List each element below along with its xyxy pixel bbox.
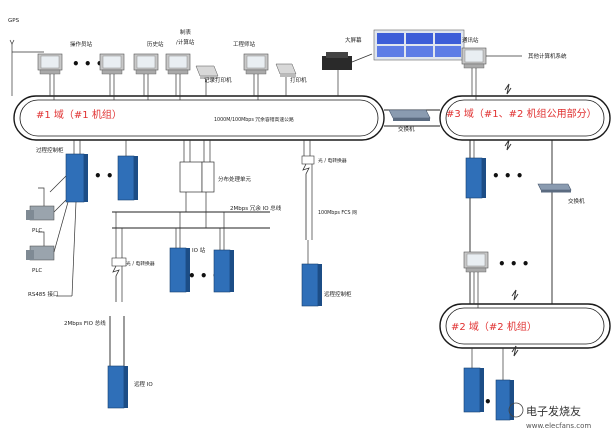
operator-station-label: 操作员站 — [70, 40, 93, 48]
printer-icon — [195, 65, 219, 96]
cabinet-icon — [463, 348, 484, 413]
domain3-ring-inner — [445, 99, 605, 137]
gps-antenna-icon — [9, 39, 44, 96]
printer-icon — [275, 63, 297, 96]
cabinet-icon — [117, 140, 138, 201]
domain1-ring-inner — [19, 99, 379, 137]
remote-cabinet-label: 远程控制柜 — [324, 290, 352, 298]
switch-icon — [388, 109, 431, 121]
cabinet-icon — [301, 240, 322, 307]
domain3-label: #3 域（#1、#2 机组公用部分） — [446, 107, 597, 120]
dpu-unit — [179, 161, 215, 193]
operator-station-1 — [37, 53, 63, 100]
large-screen-label: 大屏幕 — [345, 36, 362, 44]
plc-1-label: PLC — [32, 228, 42, 234]
fio-bus-label: 2Mbps FIO 总线 — [64, 319, 106, 327]
projector-icon — [322, 52, 373, 96]
programming-station-label-2: /计算站 — [176, 38, 195, 46]
io-station-label: IO 站 — [192, 246, 206, 254]
io-bus-label: 2Mbps 冗余 IO 总线 — [230, 204, 282, 212]
cabinet-icon — [465, 140, 486, 199]
domain1-label: #1 域（#1 机组） — [36, 108, 122, 121]
plc-2 — [26, 201, 69, 261]
ellipsis-icon: • • • — [72, 57, 103, 71]
engineer-station — [243, 53, 269, 100]
cabinet-icon — [65, 153, 88, 203]
watermark-text: 电子发烧友 — [526, 404, 581, 418]
screen-wall — [373, 29, 465, 61]
history-station — [133, 53, 159, 100]
gps-label: GPS — [8, 18, 20, 24]
ellipsis-icon: • • • — [498, 257, 529, 271]
domain2-ring — [439, 303, 611, 349]
printer-label: 打印机 — [290, 76, 307, 84]
highspeed-bus-label: 1000M/100Mbps 冗余容错高速公路 — [214, 116, 294, 123]
cabinet-icon — [213, 212, 234, 293]
domain1-ring — [13, 95, 385, 141]
dpu-label: 分布处理单元 — [218, 175, 252, 183]
ellipsis-icon: • • • — [188, 269, 219, 283]
comm-station — [461, 47, 522, 100]
ellipsis-icon: • • • — [94, 169, 125, 183]
switch-label-2: 交换机 — [568, 197, 585, 205]
rs485-label: RS485 接口 — [28, 290, 59, 298]
programming-station — [165, 53, 191, 100]
plc-2-label: PLC — [32, 268, 42, 274]
history-station-label: 历史站 — [147, 40, 164, 48]
cabinet-icon — [107, 365, 128, 409]
engineer-station-label: 工程师站 — [233, 40, 256, 48]
other-systems-label: 其他计算机系统 — [528, 52, 567, 60]
comm-station-label: 通讯站 — [462, 36, 479, 44]
operator-station-2 — [99, 53, 125, 100]
programming-station-label: 制表 — [180, 28, 192, 36]
cabinet-icon — [495, 348, 514, 421]
domain3-ring — [439, 95, 611, 141]
station-ring2 — [463, 251, 489, 308]
domain2-ring-inner — [445, 307, 605, 345]
remote-io-label: 远程 IO — [134, 380, 153, 388]
converter-1-icon — [111, 257, 127, 267]
converter-2-icon — [301, 155, 315, 165]
converter-2-label: 光 / 电转换器 — [318, 157, 347, 164]
switch-label-1: 交换机 — [398, 125, 415, 133]
domain2-label: #2 域（#2 机组） — [451, 320, 537, 333]
record-printer-label: 记录打印机 — [204, 76, 232, 84]
fcs-net-label: 100Mbps FCS 网 — [318, 210, 357, 216]
watermark: 电子发烧友 www.elecfans.com — [508, 402, 591, 430]
plc-1 — [26, 175, 67, 221]
switch-icon — [537, 183, 572, 193]
process-cabinet-label: 过程控制柜 — [36, 146, 64, 154]
converter-1-label: 光 / 电转换器 — [126, 260, 155, 267]
watermark-url: www.elecfans.com — [526, 422, 591, 430]
ellipsis-icon: • • • — [492, 169, 523, 183]
cabinet-icon — [169, 212, 190, 293]
